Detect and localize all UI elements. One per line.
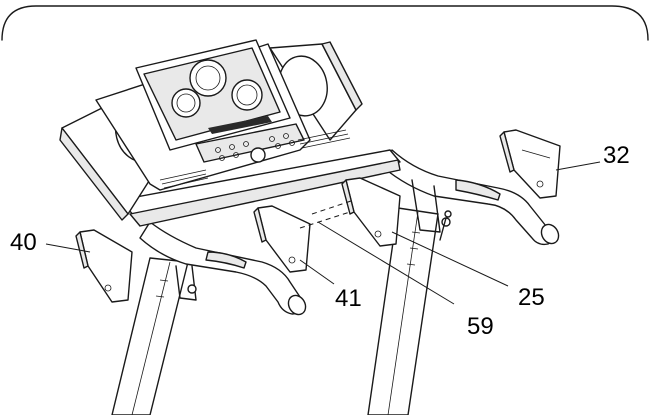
leader-32 bbox=[555, 161, 601, 171]
bracket-41 bbox=[253, 205, 311, 273]
bracket-40 bbox=[75, 229, 133, 303]
right-handlebar bbox=[383, 149, 560, 246]
assembly-line bbox=[311, 199, 355, 215]
callout-59: 59 bbox=[467, 313, 494, 340]
bracket-25 bbox=[341, 177, 401, 247]
leader-59 bbox=[317, 221, 455, 305]
callout-40: 40 bbox=[10, 229, 37, 256]
left-handlebar bbox=[139, 221, 307, 316]
screw-59 bbox=[439, 210, 452, 241]
callout-41: 41 bbox=[335, 285, 362, 312]
leader-25 bbox=[391, 231, 509, 287]
callout-25: 25 bbox=[518, 284, 545, 311]
right-upright bbox=[367, 207, 439, 415]
leader-40 bbox=[45, 243, 91, 253]
bracket-32 bbox=[499, 129, 561, 199]
figure-frame bbox=[1, 5, 649, 41]
console-housing bbox=[59, 39, 401, 227]
callout-32: 32 bbox=[603, 142, 630, 169]
leader-41 bbox=[299, 259, 335, 285]
